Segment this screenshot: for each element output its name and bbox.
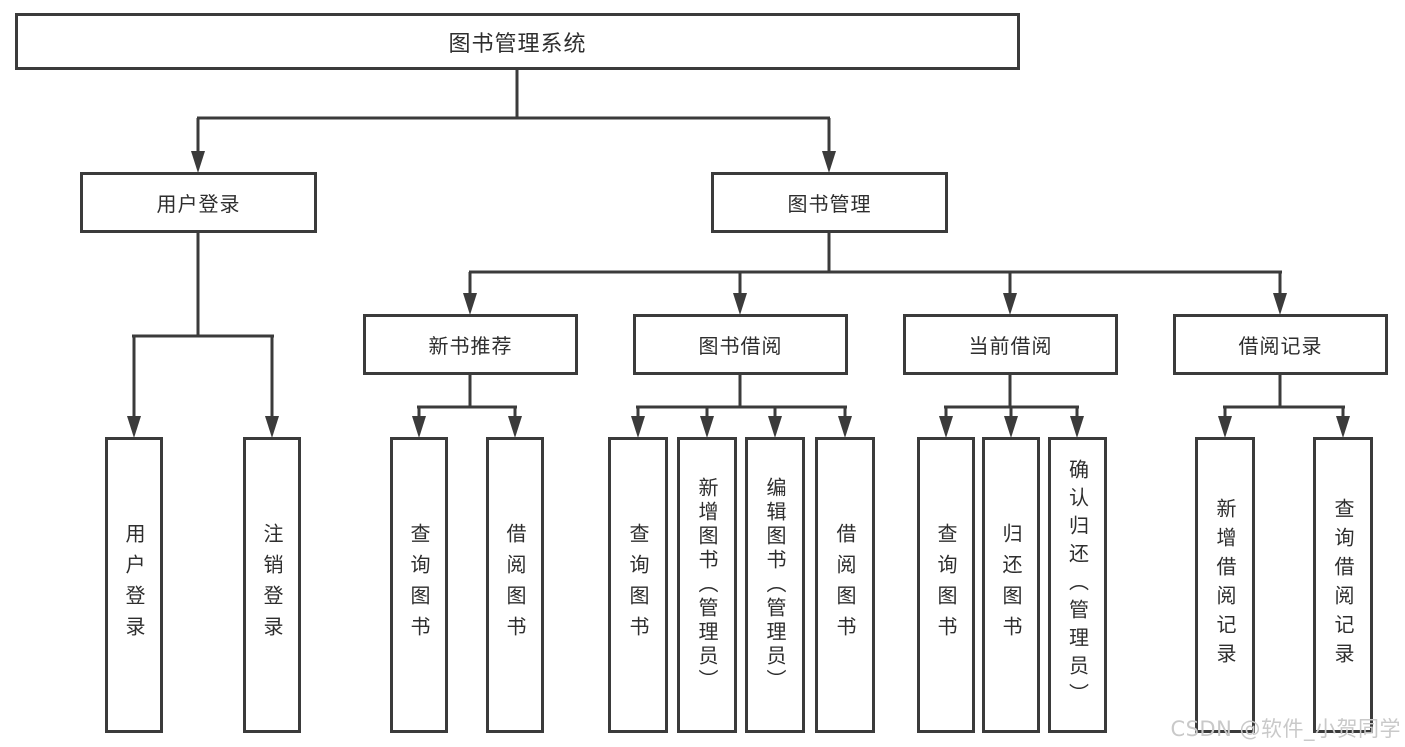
- leaf-borrowing-query-book: 查询图书: [608, 437, 668, 733]
- leaf-logout: 注销登录: [243, 437, 301, 733]
- leaf-user-login: 用户登录: [105, 437, 163, 733]
- csdn-watermark: CSDN @软件_小贺同学: [1170, 717, 1401, 741]
- leaf-borrow-book: 借阅图书: [815, 437, 875, 733]
- node-library-management-system: 图书管理系统: [15, 13, 1020, 70]
- node-borrowing-records: 借阅记录: [1173, 314, 1388, 375]
- node-new-book-recommend: 新书推荐: [363, 314, 578, 375]
- arrowheads: [127, 151, 1350, 438]
- node-current-borrowing: 当前借阅: [903, 314, 1118, 375]
- leaf-current-query-book: 查询图书: [917, 437, 975, 733]
- leaf-recommend-borrow-book: 借阅图书: [486, 437, 544, 733]
- leaf-query-borrow-record: 查询借阅记录: [1313, 437, 1373, 733]
- leaf-edit-book-admin: 编辑图书（管理员）: [745, 437, 805, 733]
- leaf-recommend-query-book: 查询图书: [390, 437, 448, 733]
- leaf-confirm-return-admin: 确认归还（管理员）: [1048, 437, 1107, 733]
- node-book-management: 图书管理: [711, 172, 948, 233]
- leaf-add-borrow-record: 新增借阅记录: [1195, 437, 1255, 733]
- node-user-login: 用户登录: [80, 172, 317, 233]
- leaf-return-book: 归还图书: [982, 437, 1040, 733]
- leaf-add-book-admin: 新增图书（管理员）: [677, 437, 737, 733]
- node-book-borrowing: 图书借阅: [633, 314, 848, 375]
